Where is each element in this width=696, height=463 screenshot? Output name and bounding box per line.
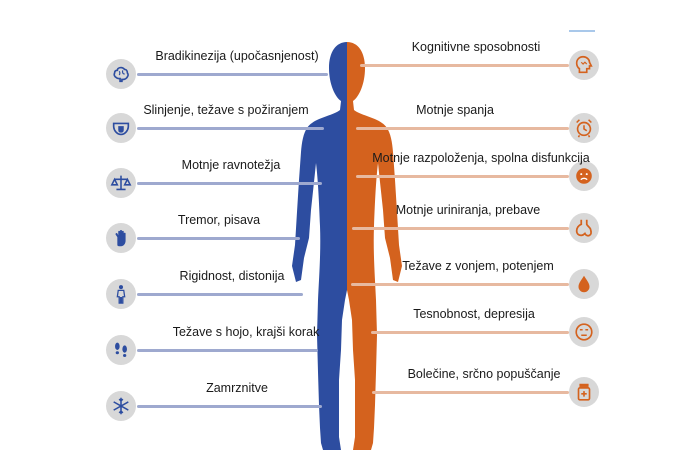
sad-face-badge <box>569 161 599 191</box>
footprints-icon <box>115 342 127 357</box>
symptom-label-bolecine-srcno-popuscanje: Bolečine, srčno popuščanje <box>407 367 561 381</box>
symptom-label-motnje-ravnotezja: Motnje ravnotežja <box>181 158 281 172</box>
droplet-badge <box>569 269 599 299</box>
symptom-label-slinjenje-tezave-s-poziranjem: Slinjenje, težave s požiranjem <box>143 103 309 117</box>
symptom-label-bradikinezija-upocasnjenost: Bradikinezija (upočasnjenost) <box>155 49 319 63</box>
connector-line <box>137 349 318 352</box>
connector-line <box>137 73 328 76</box>
symptom-label-rigidnost-distonija: Rigidnost, distonija <box>179 269 285 283</box>
brain-badge <box>106 59 136 89</box>
connector-line <box>360 64 569 67</box>
person-badge <box>106 279 136 309</box>
symptom-label-motnje-razpolozenja-spolna-dis: Motnje razpoloženja, spolna disfunkcija <box>372 151 590 165</box>
symptom-label-motnje-uriniranja-prebave: Motnje uriniranja, prebave <box>395 203 541 217</box>
stomach-badge <box>569 213 599 243</box>
tongue-icon <box>112 122 130 136</box>
symptom-label-motnje-spanja: Motnje spanja <box>416 103 494 117</box>
connector-line <box>372 391 569 394</box>
hand-badge <box>106 223 136 253</box>
connector-line <box>352 227 569 230</box>
tongue-badge <box>106 113 136 143</box>
alarm-clock-badge <box>569 113 599 143</box>
symptom-label-tesnobnost-depresija: Tesnobnost, depresija <box>413 307 535 321</box>
snowflake-badge <box>106 391 136 421</box>
connector-line <box>137 293 303 296</box>
connector-line <box>356 175 569 178</box>
connector-line <box>137 237 300 240</box>
brain-icon <box>113 66 129 83</box>
symptom-label-tremor-pisava: Tremor, pisava <box>177 213 261 227</box>
head-profile-icon <box>575 55 593 74</box>
pill-bottle-badge <box>569 377 599 407</box>
pill-bottle-icon <box>577 383 591 401</box>
scales-icon <box>110 175 132 191</box>
connector-line <box>351 283 569 286</box>
connector-line <box>137 182 322 185</box>
person-icon <box>116 285 126 304</box>
connector-line <box>371 331 569 334</box>
symptom-label-kognitivne-sposobnosti: Kognitivne sposobnosti <box>411 40 541 54</box>
sad-face-icon <box>576 168 592 184</box>
worried-face-icon <box>575 323 593 341</box>
connector-line <box>137 405 322 408</box>
connector-line <box>137 127 324 130</box>
symptom-label-zamrznitve: Zamrznitve <box>206 381 268 395</box>
symptom-label-tezave-s-hojo-krajsi-korak: Težave s hojo, krajši korak <box>172 325 320 339</box>
connector-line <box>356 127 569 130</box>
stomach-icon <box>575 219 592 237</box>
alarm-clock-icon <box>576 119 592 138</box>
snowflake-icon <box>113 397 129 415</box>
hand-icon <box>115 229 126 247</box>
scales-badge <box>106 168 136 198</box>
droplet-icon <box>578 275 590 293</box>
head-profile-badge <box>569 50 599 80</box>
symptom-label-tezave-z-vonjem-potenjem: Težave z vonjem, potenjem <box>402 259 554 273</box>
footprints-badge <box>106 335 136 365</box>
worried-face-badge <box>569 317 599 347</box>
decorative-mark <box>569 30 595 32</box>
